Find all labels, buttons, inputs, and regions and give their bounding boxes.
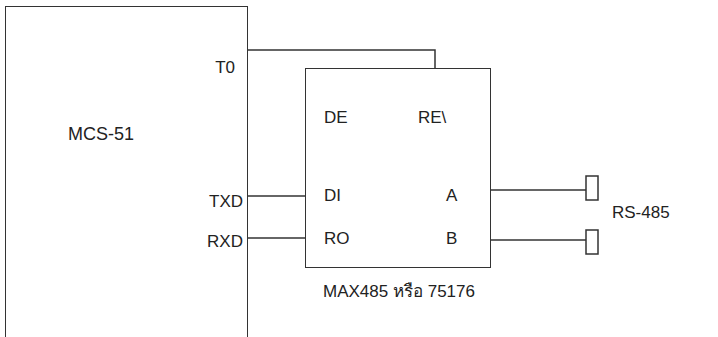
pin-name: DI: [324, 187, 341, 204]
wire-b: [490, 239, 586, 241]
pin-name: TXD: [209, 193, 243, 210]
wire-a: [490, 189, 586, 191]
chip-name: MCS-51: [68, 125, 134, 143]
signal-wire: [248, 237, 305, 239]
pin-name: RXD: [207, 233, 243, 250]
chip-caption: MAX485 หรือ 75176: [323, 283, 475, 300]
microcontroller-box: MCS-51 T0TXD RXD: [5, 6, 248, 337]
pin-name: A: [446, 187, 457, 204]
terminal: [586, 176, 598, 200]
pin-name: T0: [215, 59, 235, 76]
transceiver-chip: DERE\DIAROBMAX485 หรือ 75176: [305, 68, 491, 268]
pin-name: RE\: [418, 109, 446, 126]
signal-wire: [248, 195, 305, 197]
signal-wire: [248, 50, 435, 68]
pin-name: RO: [324, 230, 350, 247]
bus-label: RS-485: [612, 204, 670, 221]
terminal: [586, 230, 598, 254]
pin-name: DE: [324, 109, 348, 126]
pin-name: B: [446, 230, 457, 247]
